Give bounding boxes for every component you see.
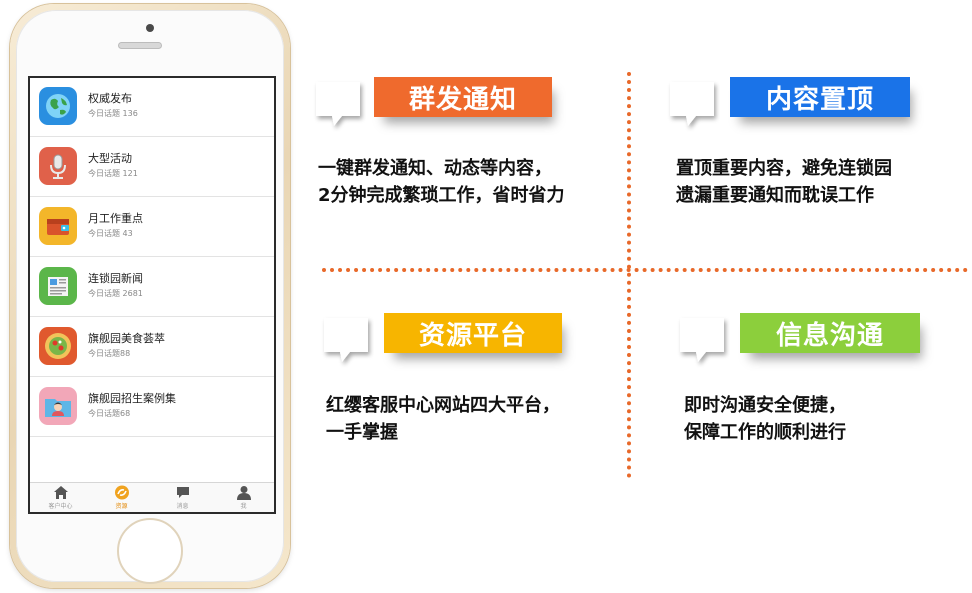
list-item-monthly-focus[interactable]: 月工作重点 今日话题 43 — [30, 198, 274, 257]
list-item-flagship-enrollment[interactable]: 旗舰园招生案例集 今日话题68 — [30, 378, 274, 437]
item-subtitle: 今日话题 2681 — [88, 289, 143, 298]
desc-resource: 红缨客服中心网站四大平台， 一手掌握 — [326, 392, 560, 446]
phone-screen: 权威发布 今日话题 136 大型活动 今日话题 121 月工作重点 今日话题 4 — [28, 76, 276, 514]
item-subtitle: 今日话题 121 — [88, 169, 138, 178]
newspaper-icon — [39, 267, 77, 305]
tab-customer-center[interactable]: 客户中心 — [30, 485, 91, 511]
speech-bubble-icon — [316, 82, 360, 126]
folder-person-icon — [39, 387, 77, 425]
list-item-flagship-food[interactable]: 旗舰园美食荟萃 今日话题88 — [30, 318, 274, 377]
desc-line: 置顶重要内容，避免连锁园 — [676, 158, 892, 179]
chat-bubble-icon — [176, 487, 189, 498]
item-subtitle: 今日话题68 — [88, 409, 131, 418]
banner-communication: 信息沟通 — [740, 313, 920, 353]
microphone-icon — [39, 147, 77, 185]
desc-line: 遗漏重要通知而耽误工作 — [676, 185, 874, 206]
desc-broadcast: 一键群发通知、动态等内容， 2分钟完成繁琐工作，省时省力 — [318, 155, 565, 209]
speech-bubble-icon — [680, 318, 724, 362]
banner-resource: 资源平台 — [384, 313, 562, 353]
resource-icon — [114, 485, 129, 500]
desc-communication: 即时沟通安全便捷， 保障工作的顺利进行 — [684, 392, 846, 446]
item-title: 权威发布 — [88, 92, 132, 105]
vertical-divider — [627, 72, 631, 478]
front-camera — [146, 24, 154, 32]
globe-icon — [39, 87, 77, 125]
home-icon — [53, 486, 68, 499]
bottom-tab-bar: 客户中心 资源 消息 我 — [30, 482, 274, 512]
list-item-authority-release[interactable]: 权威发布 今日话题 136 — [30, 78, 274, 137]
item-title: 连锁园新闻 — [88, 272, 143, 285]
item-title: 旗舰园招生案例集 — [88, 392, 176, 405]
tab-messages[interactable]: 消息 — [152, 485, 213, 511]
item-subtitle: 今日话题 43 — [88, 229, 133, 238]
speech-bubble-icon — [670, 82, 714, 126]
list-item-major-events[interactable]: 大型活动 今日话题 121 — [30, 138, 274, 197]
item-subtitle: 今日话题88 — [88, 349, 131, 358]
item-title: 月工作重点 — [88, 212, 143, 225]
desc-line: 2分钟完成繁琐工作，省时省力 — [318, 185, 565, 206]
desc-line: 即时沟通安全便捷， — [684, 395, 846, 416]
speech-bubble-icon — [324, 318, 368, 362]
tab-label: 我 — [240, 503, 247, 510]
desc-line: 红缨客服中心网站四大平台， — [326, 395, 560, 416]
tab-resources[interactable]: 资源 — [91, 485, 152, 511]
horizontal-divider — [322, 268, 968, 272]
tab-label: 资源 — [115, 503, 128, 510]
item-subtitle: 今日话题 136 — [88, 109, 138, 118]
desc-line: 一手掌握 — [326, 422, 398, 443]
desc-line: 保障工作的顺利进行 — [684, 422, 846, 443]
tab-label: 消息 — [176, 503, 189, 510]
person-icon — [236, 486, 251, 500]
banner-broadcast: 群发通知 — [374, 77, 552, 117]
banner-pin: 内容置顶 — [730, 77, 910, 117]
tab-me[interactable]: 我 — [213, 485, 274, 511]
desc-pin: 置顶重要内容，避免连锁园 遗漏重要通知而耽误工作 — [676, 155, 892, 209]
item-title: 旗舰园美食荟萃 — [88, 332, 165, 345]
wallet-icon — [39, 207, 77, 245]
tab-label: 客户中心 — [48, 503, 73, 510]
desc-line: 一键群发通知、动态等内容， — [318, 158, 552, 179]
list-item-chain-news[interactable]: 连锁园新闻 今日话题 2681 — [30, 258, 274, 317]
earpiece-speaker — [118, 42, 162, 49]
item-title: 大型活动 — [88, 152, 132, 165]
food-plate-icon — [39, 327, 77, 365]
home-button[interactable] — [117, 518, 183, 584]
